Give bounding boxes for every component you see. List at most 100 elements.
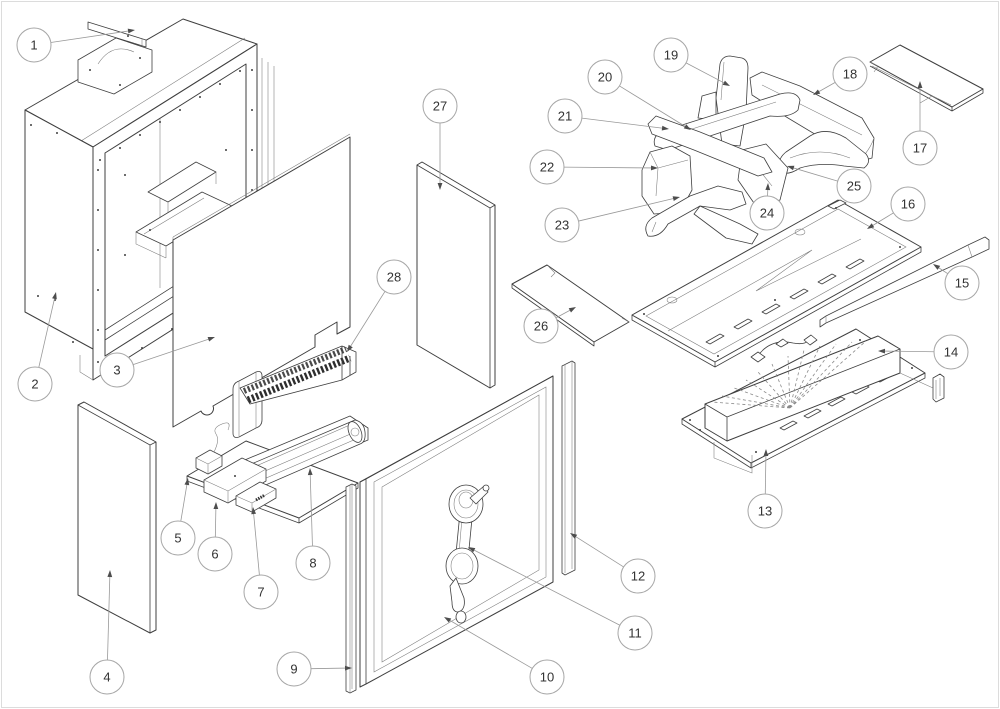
part-suction-lifter (445, 484, 490, 624)
callout-circle-15 (944, 265, 980, 301)
callout-16: 16 (867, 186, 926, 229)
callout-circle-2 (17, 366, 53, 402)
callout-2: 2 (17, 292, 57, 402)
callout-circle-10 (529, 659, 565, 695)
callout-12: 12 (570, 533, 656, 594)
callout-number-20: 20 (598, 70, 612, 85)
callout-number-22: 22 (540, 160, 554, 175)
part-glass-panel-27 (416, 161, 496, 389)
callout-23: 23 (544, 196, 680, 243)
callout-circle-28 (376, 259, 412, 295)
callout-28: 28 (347, 259, 412, 352)
part-glass-door (359, 375, 554, 688)
callout-circle-25 (836, 168, 872, 204)
callout-number-11: 11 (628, 626, 642, 641)
callout-number-24: 24 (760, 206, 774, 221)
callout-circle-18 (832, 56, 868, 92)
callout-circle-1 (16, 27, 52, 63)
callout-circle-6 (197, 536, 233, 572)
callout-circle-14 (933, 334, 969, 370)
callout-number-19: 19 (664, 48, 678, 63)
callout-circle-20 (587, 59, 623, 95)
callout-20: 20 (587, 59, 691, 130)
callout-circle-7 (243, 574, 279, 610)
callout-circle-13 (747, 493, 783, 529)
callout-24: 24 (749, 183, 785, 231)
callout-circle-17 (902, 130, 938, 166)
callout-circle-23 (544, 207, 580, 243)
callout-5: 5 (160, 478, 196, 556)
part-rear-panel (172, 133, 351, 428)
part-side-panel (77, 401, 157, 634)
part-top-bracket (77, 21, 153, 95)
callout-circle-16 (890, 186, 926, 222)
callout-number-18: 18 (843, 67, 857, 82)
callout-number-2: 2 (31, 377, 38, 392)
callout-circle-9 (276, 651, 312, 687)
callout-number-1: 1 (30, 38, 37, 53)
callout-number-16: 16 (901, 197, 915, 212)
callout-19: 19 (653, 37, 730, 86)
callout-circle-3 (99, 352, 135, 388)
callout-circle-21 (547, 98, 583, 134)
part-light-assembly (681, 328, 945, 474)
callout-15: 15 (933, 264, 980, 301)
callout-number-17: 17 (913, 141, 927, 156)
part-front-trim-strip (819, 236, 990, 328)
callout-number-15: 15 (955, 276, 969, 291)
callout-6: 6 (197, 502, 233, 572)
callout-circle-22 (529, 149, 565, 185)
callout-25: 25 (787, 165, 872, 204)
callout-circle-8 (295, 545, 331, 581)
callout-27: 27 (422, 88, 458, 190)
part-blower-assembly (186, 415, 369, 524)
callout-circle-27 (422, 88, 458, 124)
callout-number-12: 12 (631, 569, 645, 584)
callout-7: 7 (243, 507, 279, 610)
callout-21: 21 (547, 98, 669, 134)
callout-number-9: 9 (290, 662, 297, 677)
callout-number-25: 25 (847, 179, 861, 194)
callout-number-5: 5 (174, 531, 181, 546)
callout-17: 17 (902, 81, 938, 166)
callout-number-6: 6 (211, 547, 218, 562)
callout-layer: 1234567891011121314151617181920212223242… (16, 27, 980, 695)
callout-14: 14 (878, 334, 969, 370)
callout-number-26: 26 (534, 319, 548, 334)
callout-number-28: 28 (387, 270, 401, 285)
callout-number-10: 10 (540, 670, 554, 685)
callout-number-4: 4 (103, 670, 110, 685)
callout-13: 13 (747, 449, 783, 529)
callout-number-3: 3 (113, 363, 120, 378)
callout-1: 1 (16, 27, 135, 63)
callout-number-13: 13 (758, 504, 772, 519)
part-top-trim (869, 44, 984, 112)
part-left-door-trim (345, 483, 357, 694)
callout-circle-4 (89, 659, 125, 695)
callout-circle-12 (620, 558, 656, 594)
callout-number-8: 8 (309, 556, 316, 571)
callout-circle-5 (160, 520, 196, 556)
callout-18: 18 (813, 56, 868, 95)
callout-11: 11 (468, 547, 653, 651)
callout-number-23: 23 (555, 218, 569, 233)
callout-26: 26 (523, 307, 576, 344)
callout-22: 22 (529, 149, 658, 185)
callout-circle-24 (749, 195, 785, 231)
callout-10: 10 (444, 617, 565, 695)
callout-number-7: 7 (257, 585, 264, 600)
callout-number-14: 14 (944, 345, 958, 360)
part-right-door-trim (561, 360, 576, 576)
callout-8: 8 (295, 468, 331, 581)
part-ember-tray (631, 199, 922, 368)
callout-circle-26 (523, 308, 559, 344)
callout-circle-19 (653, 37, 689, 73)
callout-number-21: 21 (558, 109, 572, 124)
callout-4: 4 (89, 570, 125, 695)
callout-circle-11 (617, 615, 653, 651)
callout-9: 9 (276, 651, 352, 687)
part-louver (232, 345, 357, 438)
